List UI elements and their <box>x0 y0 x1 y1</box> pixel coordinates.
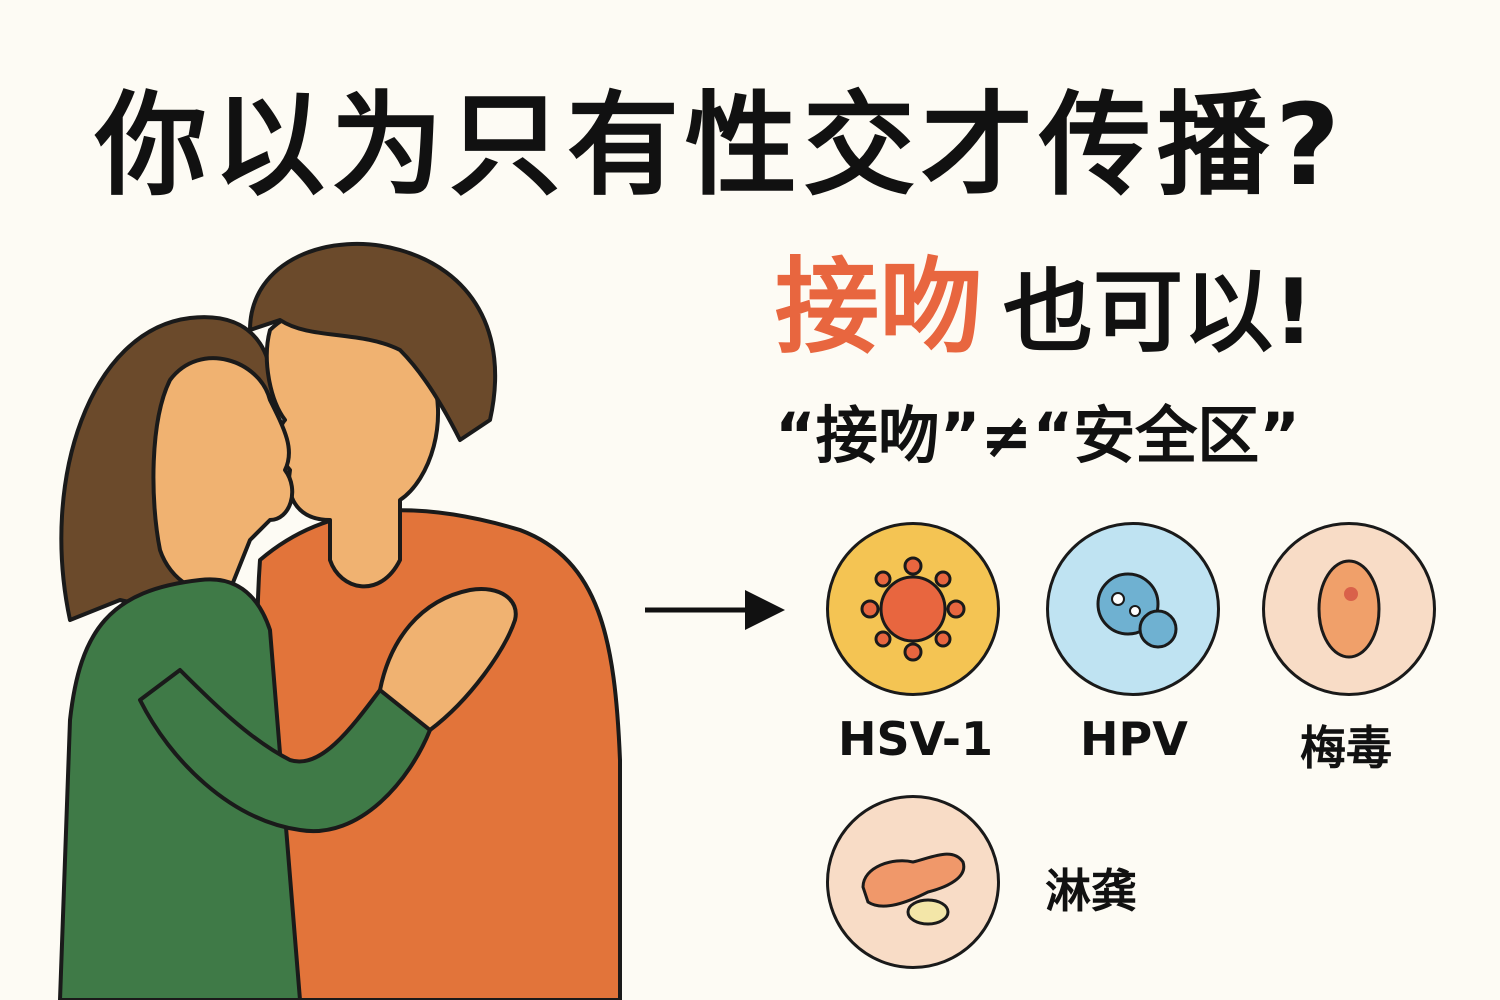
pathogen-gonorrhea <box>826 795 1000 969</box>
pathogen-label: 淋龚 <box>1045 864 1137 918</box>
pathogen-label: HPV <box>1080 712 1188 766</box>
pathogen-label: 梅毒 <box>1300 721 1392 775</box>
virus-icon <box>1046 522 1220 696</box>
pathogen-label: HSV-1 <box>838 712 993 766</box>
bacteria-icon <box>826 795 1000 969</box>
headline: 接吻也可以! <box>775 222 1314 373</box>
virus-icon <box>826 522 1000 696</box>
kissing-couple-illustration <box>58 241 622 1000</box>
arrow-right-icon <box>645 590 785 630</box>
headline-highlight: 接吻 <box>775 246 984 368</box>
page-title: 你以为只有性交才传播? <box>95 81 1346 211</box>
pathogen-hpv <box>1046 522 1220 696</box>
pathogen-syphilis <box>1262 522 1436 696</box>
headline-rest: 也可以! <box>1003 260 1315 365</box>
sore-icon <box>1262 522 1436 696</box>
subtitle: “接吻”≠“安全区” <box>775 399 1300 472</box>
pathogen-hsv1 <box>826 522 1000 696</box>
